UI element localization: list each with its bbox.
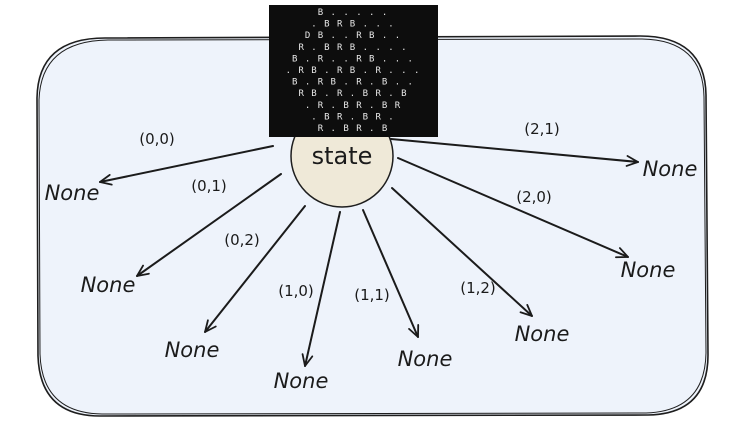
board-row: B . R . . R B . . . [292, 54, 414, 64]
edge-arrow [99, 145, 274, 186]
board-row: R B . R . B R . B [298, 89, 407, 99]
edge-action-label: (0,2) [224, 231, 260, 249]
child-node-label: None [621, 258, 676, 282]
edge-arrow [391, 187, 533, 317]
board-row: . R . B R . B R [305, 101, 401, 111]
edge-action-label: (2,0) [516, 188, 552, 206]
edge-action-label: (1,0) [278, 282, 314, 300]
edge-action-label: (1,1) [354, 286, 390, 304]
game-board-image: B . . . . . . B R B . . .D B . . R B . . R… [269, 5, 438, 137]
child-node-label: None [515, 322, 570, 346]
board-row: R . B R B . . . . [298, 43, 407, 53]
edge-arrow [204, 205, 306, 333]
edge-action-label: (2,1) [524, 120, 560, 138]
child-node-label: None [643, 157, 698, 181]
edge-action-label: (1,2) [460, 279, 496, 297]
edge-arrow [362, 209, 420, 338]
child-node-label: None [398, 347, 453, 371]
edge-arrow [397, 157, 629, 259]
child-node-label: None [274, 369, 329, 393]
board-row: B . . . . . [318, 8, 389, 18]
container-panel-sketch [38, 38, 707, 415]
edge-action-label: (0,0) [139, 130, 175, 148]
board-row: B . R B . R . B . . [292, 78, 414, 88]
child-node-label: None [165, 338, 220, 362]
state-label: state [312, 142, 373, 170]
board-row: . B R B . . . [311, 20, 394, 30]
board-row: R . B R . B [318, 124, 389, 134]
board-row: . R B . R B . R . . . [286, 66, 421, 76]
edge-arrow [301, 211, 341, 367]
edge-action-label: (0,1) [191, 177, 227, 195]
board-row: . B R . B R . [311, 112, 394, 122]
child-node-label: None [81, 273, 136, 297]
edge-arrow [136, 173, 282, 277]
board-row: D B . . R B . . [305, 31, 401, 41]
edge-arrow [390, 138, 639, 167]
child-node-label: None [45, 181, 100, 205]
